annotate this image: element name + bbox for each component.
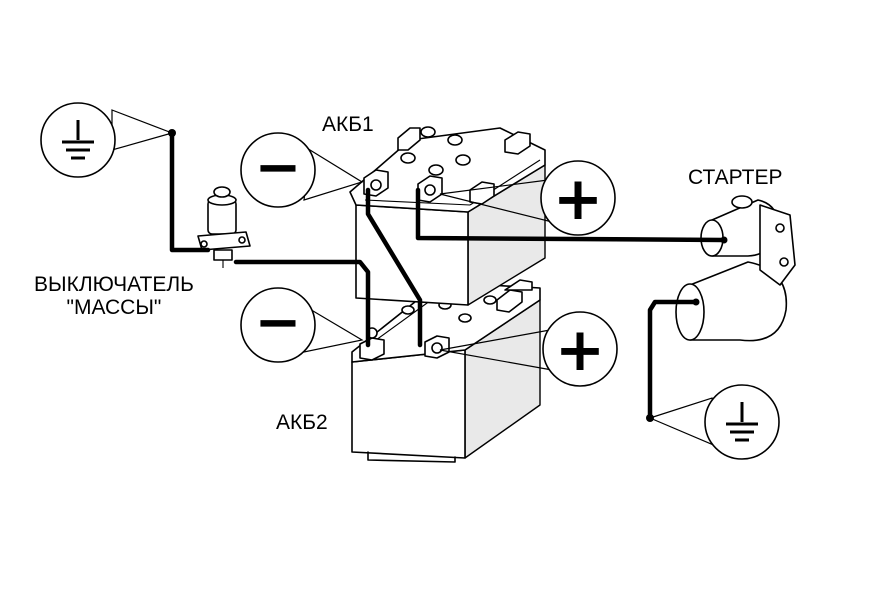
battery-akb1	[349, 126, 546, 306]
ground-bubble-switch	[40, 102, 174, 178]
wire-akb1-plus-to-starter	[415, 187, 727, 243]
label-battery1: АКБ1	[322, 113, 374, 136]
starter-motor	[675, 195, 796, 342]
wire-akb1-minus-to-akb2-plus	[365, 187, 423, 348]
plus-sign: +	[555, 315, 605, 385]
ground-bubble-starter	[648, 384, 780, 460]
minus-bubble-akb2: −	[240, 287, 364, 363]
minus-sign: −	[255, 135, 302, 200]
wire-switch-to-akb2-minus	[233, 259, 371, 348]
label-mass-switch-line2: "МАССЫ"	[66, 296, 162, 320]
ground-icon	[726, 402, 758, 442]
plus-bubble-akb1: +	[439, 160, 616, 236]
minus-sign: −	[255, 290, 302, 355]
minus-bubble-akb1: −	[240, 132, 364, 208]
plus-bubble-akb2: +	[439, 311, 618, 387]
ground-icon	[62, 120, 94, 160]
plus-sign: +	[553, 164, 603, 234]
label-mass-switch: ВЫКЛЮЧАТЕЛЬ "МАССЫ"	[34, 273, 194, 319]
label-starter: СТАРТЕР	[688, 166, 783, 189]
wire-starter-to-ground	[647, 299, 699, 421]
wire-ground-to-switch	[169, 130, 211, 253]
battery-mass-switch	[197, 186, 251, 268]
battery-akb2	[351, 279, 541, 463]
label-mass-switch-line1: ВЫКЛЮЧАТЕЛЬ	[34, 273, 194, 296]
label-battery2: АКБ2	[276, 411, 328, 434]
